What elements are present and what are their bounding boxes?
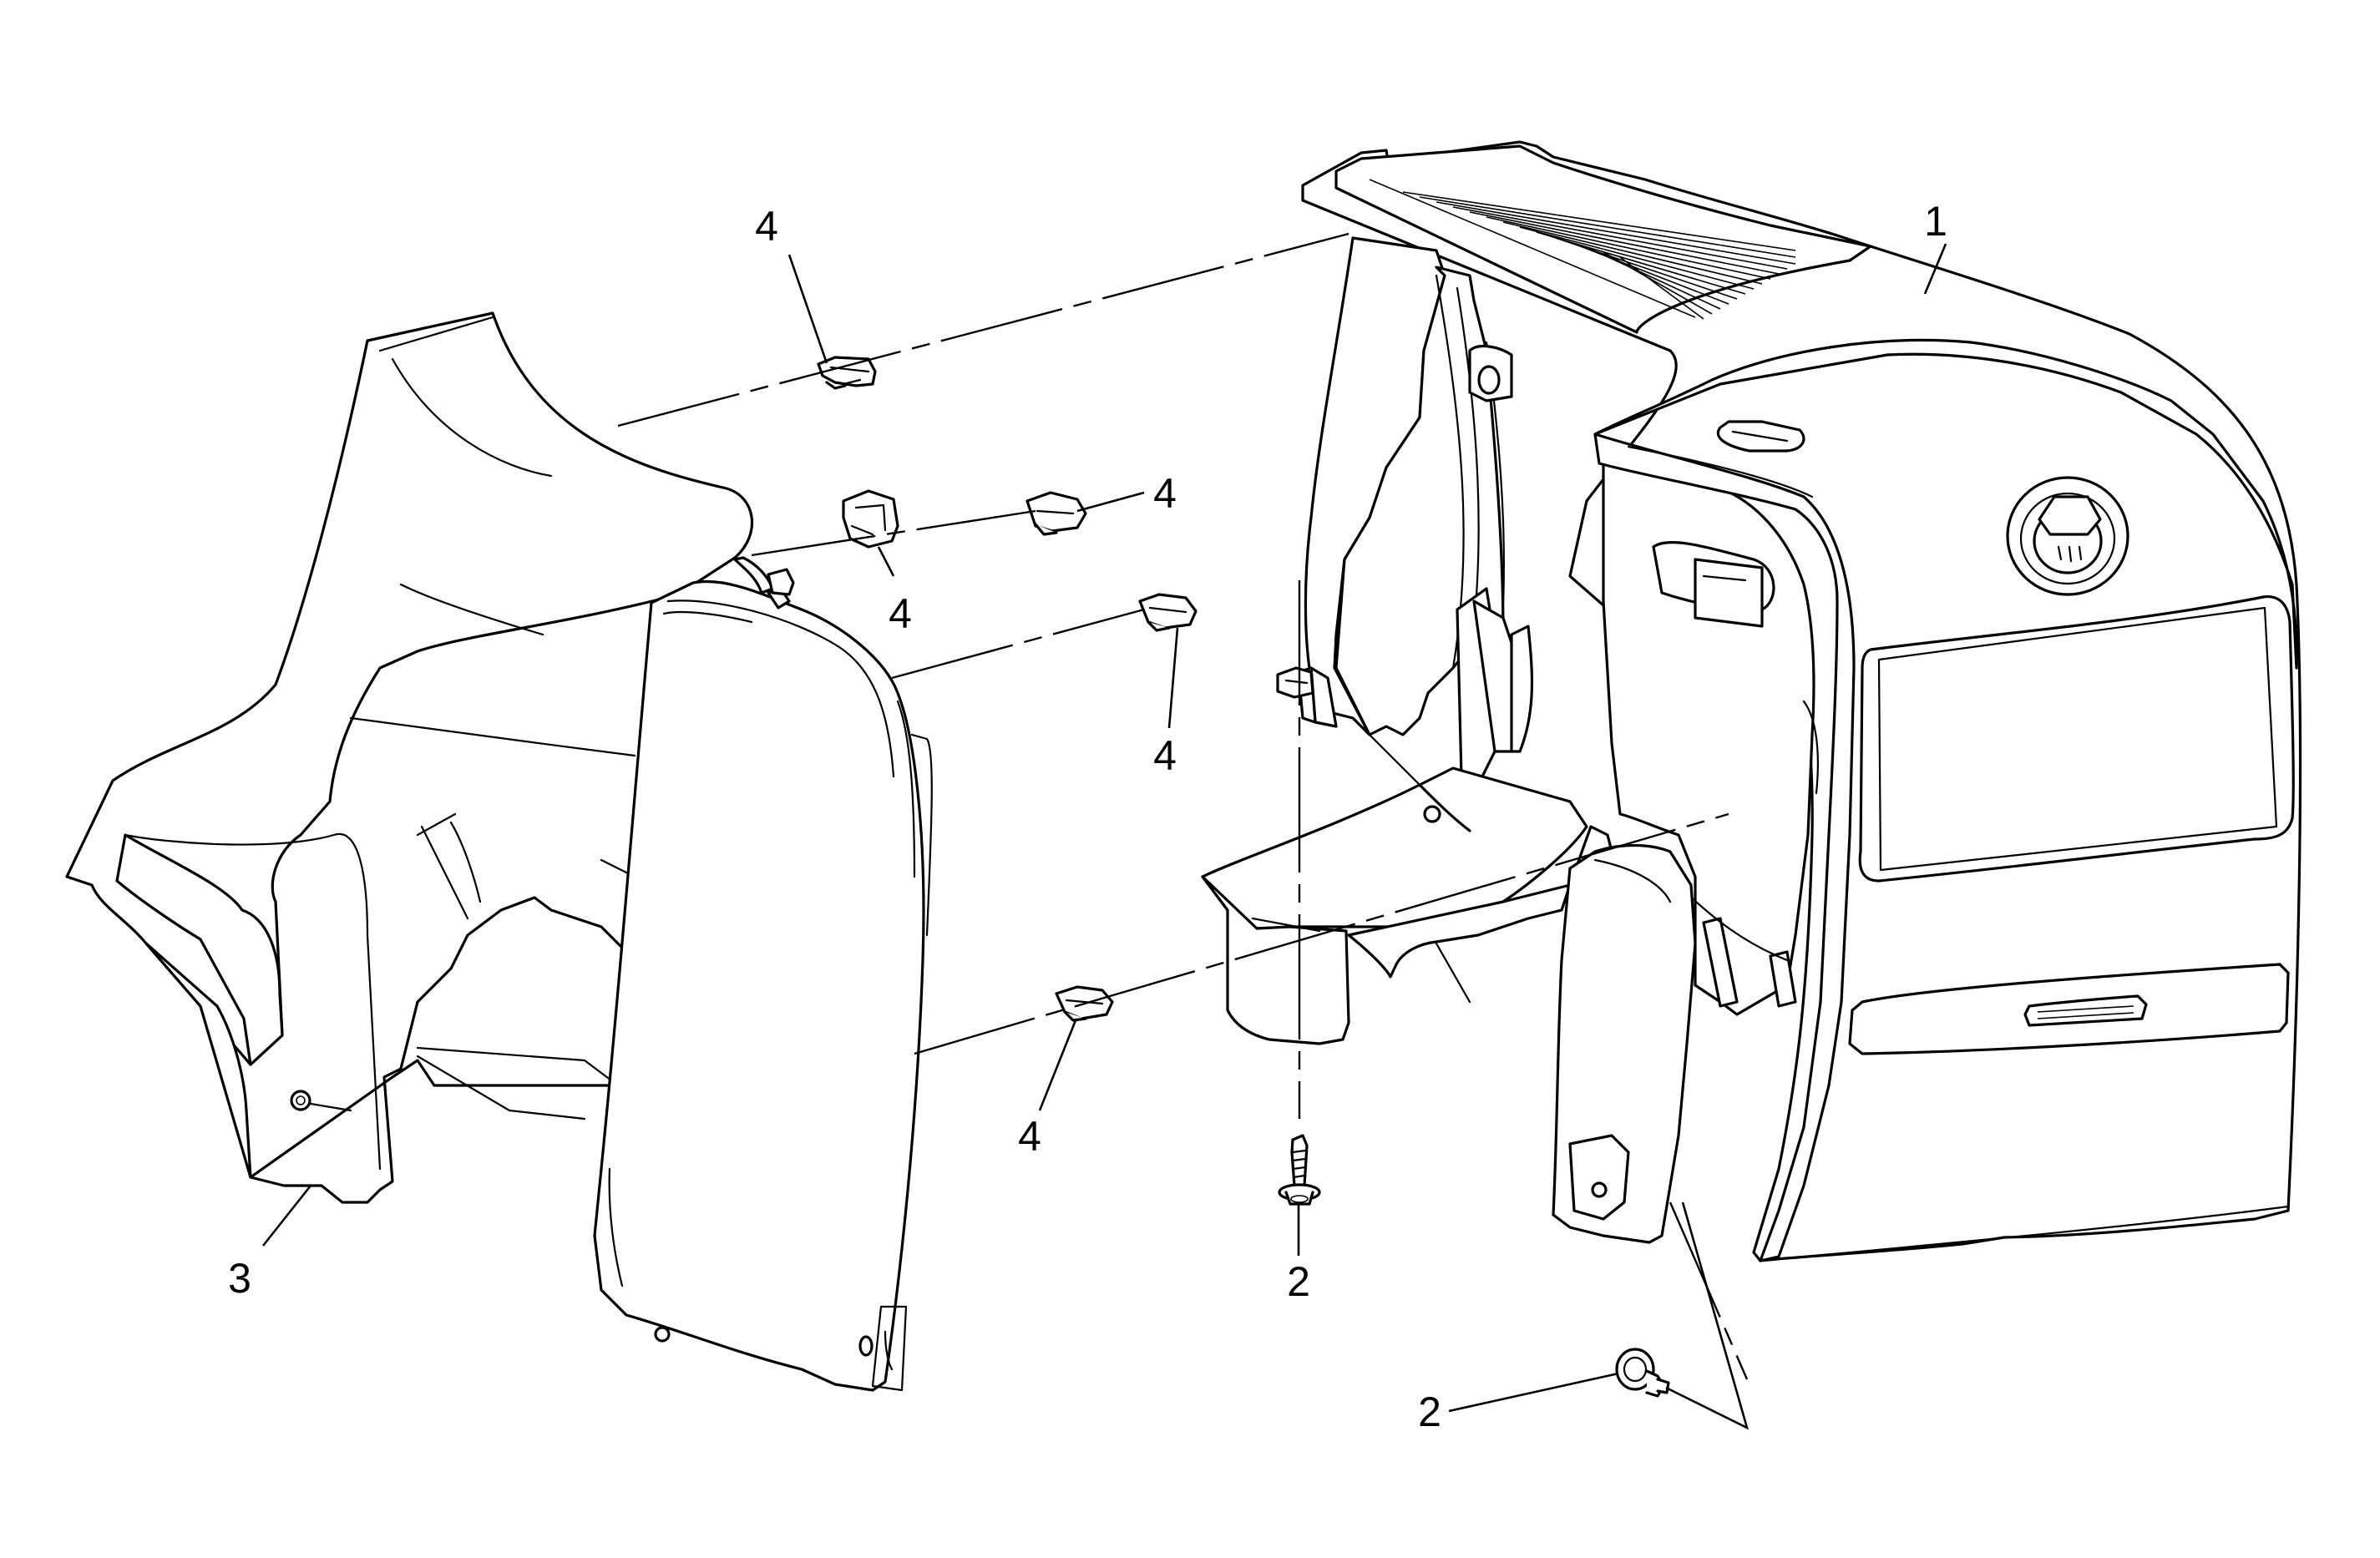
part-4-clip-upper-left [842,489,899,549]
callout-leaders [261,243,1947,1413]
callout-2-center: 2 [1287,1258,1310,1305]
part-3-left-trim-panel [65,311,754,1204]
leader-4-right [1076,491,1145,513]
part-2-push-pin-lower [1615,1348,1670,1398]
centerline-top-clip [617,232,1350,427]
callout-2-lower: 2 [1418,1389,1441,1435]
centerline-upper-clip [751,509,1036,557]
leader-4-under [877,546,895,577]
centerline-middle-clip [891,608,1145,680]
installation-centerlines [617,232,1750,1430]
vent-grille [1402,191,1796,320]
leader-3 [261,1185,312,1247]
leader-4-lower [1038,1019,1077,1111]
part-3-front-pillar-panel [593,556,933,1392]
leader-4-top [787,254,828,364]
part-4-clip-on-front-panel [767,568,795,596]
part-2-screw-center [1278,1134,1321,1206]
leader-1 [1923,243,1947,295]
callout-labels: 1 2 2 3 4 4 4 4 4 [228,198,1947,1435]
centerline-lower-clip [914,812,1729,1055]
power-outlet [2006,476,2129,596]
callout-4-middle: 4 [1153,732,1177,779]
callout-4-under: 4 [889,590,912,637]
callout-4-lower: 4 [1018,1113,1041,1160]
callout-4-right: 4 [1153,470,1177,517]
part-4-clip-middle [1138,593,1198,632]
part-4-clip-on-console [1276,666,1314,699]
leader-2-lower [1448,1372,1619,1413]
part-4-clip-upper-right [1025,491,1087,536]
pin-insertion-guide [1665,1201,1750,1430]
callout-4-top: 4 [755,203,778,250]
part-4-clip-top [817,356,877,390]
callout-3: 3 [228,1255,251,1302]
part-1-rear-console-assembly [1201,140,2302,1262]
leader-4-middle [1167,627,1179,729]
callout-1: 1 [1924,198,1947,245]
